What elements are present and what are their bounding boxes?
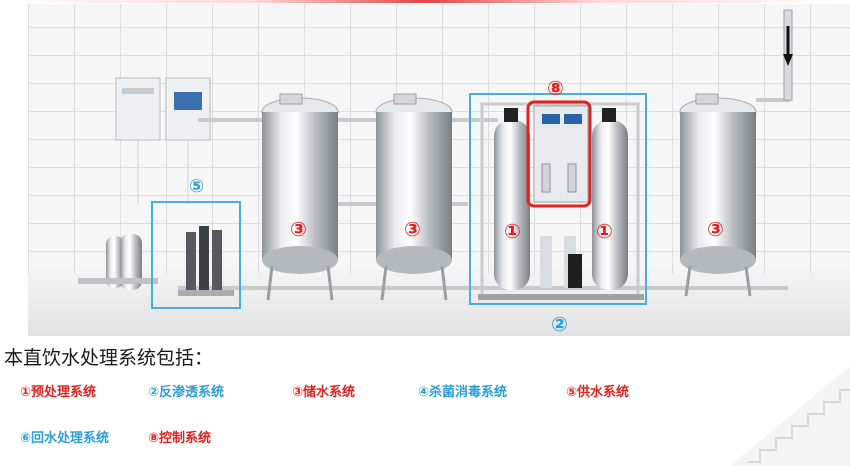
legend-item-reverse-osmosis: ②反渗透系统 — [148, 385, 225, 400]
top-accent-bar — [0, 0, 850, 3]
marker-storage-tank-1: ③ — [290, 217, 307, 241]
marker-pretreat-right: ① — [596, 219, 613, 243]
ro-system — [478, 102, 644, 300]
control-cabinets — [115, 77, 211, 204]
ro-system-highlight-box — [469, 93, 647, 305]
control-system-highlight-box — [526, 100, 592, 208]
storage-tank-2 — [375, 93, 453, 301]
legend-item-sterilization: ④杀菌消毒系统 — [418, 385, 508, 400]
system-caption: 本直饮水处理系统包括： — [4, 347, 214, 369]
legend-item-pretreatment: ①预处理系统 — [20, 385, 97, 400]
supply-system-highlight-box — [151, 201, 241, 309]
marker-storage-tank-2: ③ — [404, 217, 421, 241]
legend-item-storage: ③储水系统 — [292, 385, 356, 400]
equipment-illustration: ⑤ ③ ③ ① ① ③ ⑧ ② — [28, 4, 850, 336]
equipment-drawing — [28, 9, 850, 336]
storage-tank-1 — [261, 93, 339, 301]
prefilter-tanks — [78, 234, 158, 290]
booster-pumps — [178, 226, 234, 296]
floor — [28, 274, 850, 336]
legend-item-supply: ⑤供水系统 — [566, 385, 630, 400]
marker-ro-system: ② — [551, 312, 568, 336]
marker-control-system: ⑧ — [547, 76, 564, 100]
inlet-pipe — [783, 9, 793, 101]
decorative-stairs — [730, 366, 850, 466]
marker-supply-system: ⑤ — [189, 176, 205, 197]
storage-tank-3 — [679, 93, 757, 297]
marker-storage-tank-3: ③ — [707, 217, 724, 241]
legend-item-return-water: ⑥回水处理系统 — [20, 431, 110, 446]
legend-item-control: ⑧控制系统 — [148, 431, 212, 446]
marker-pretreat-left: ① — [504, 219, 521, 243]
